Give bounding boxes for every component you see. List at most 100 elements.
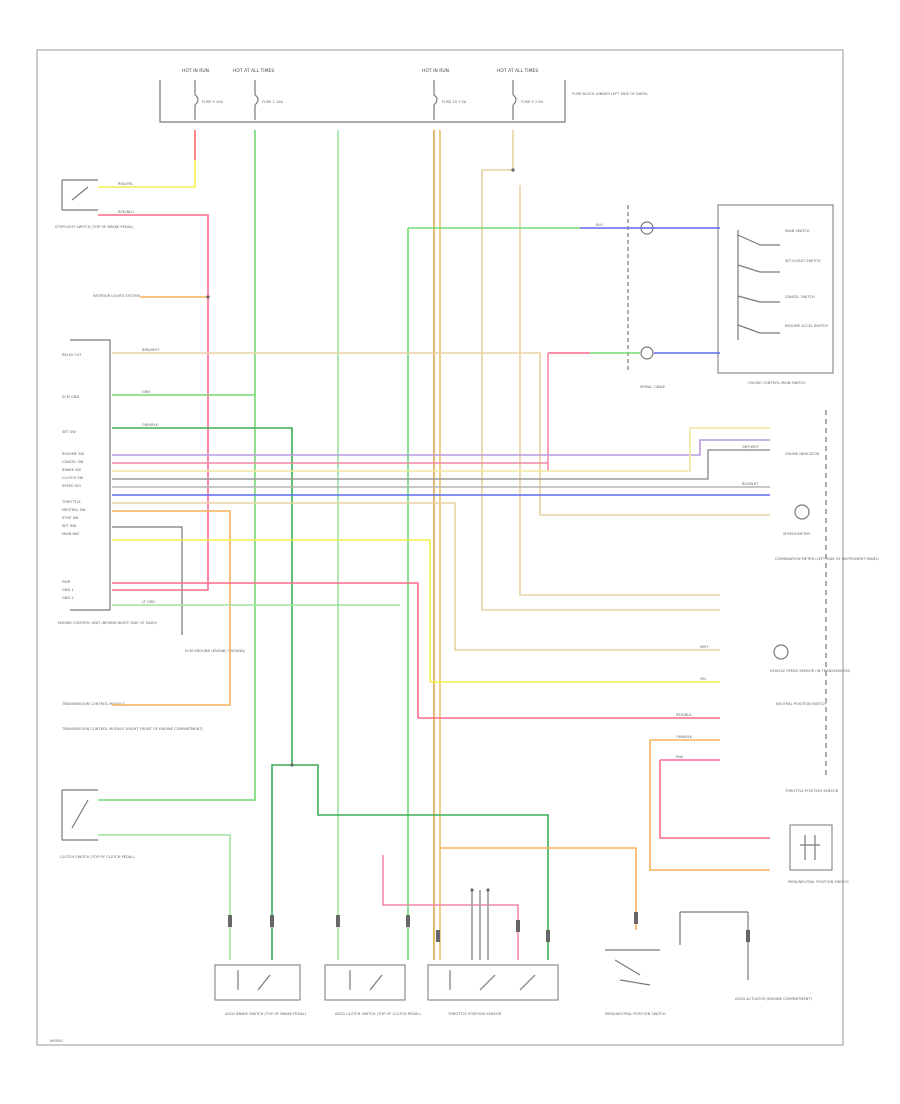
ecm-ground: ECM GROUND (ENGINE GROUND) [112, 526, 246, 653]
svg-text:SET SW: SET SW [62, 430, 76, 434]
svg-text:CRUISE INDICATOR: CRUISE INDICATOR [785, 452, 820, 456]
clutch-switch: CLUTCH SWITCH (TOP OF CLUTCH PEDAL) [60, 789, 135, 859]
svg-text:COMBINATION METER (LEFT SIDE O: COMBINATION METER (LEFT SIDE OF INSTRUME… [775, 557, 880, 561]
wire-darkgreen-splice [271, 730, 293, 960]
tcm-note: TRANSMISSION CONTROL MODULE (RIGHT FRONT… [61, 727, 204, 731]
svg-text:LT GRN: LT GRN [142, 600, 155, 604]
fuse-4: HOT AT ALL TIMES FUSE 5 7.5A [497, 68, 544, 120]
svg-text:VEHICLE SPEED SENSOR (IN TRANS: VEHICLE SPEED SENSOR (IN TRANSMISSION) [770, 669, 851, 673]
wire-yellow-stop [112, 539, 720, 683]
combination-meter: CRUISE INDICATOR SPEEDOMETER COMBINATION… [770, 410, 880, 793]
wire-yellow-brake [112, 427, 770, 472]
interior-lights-label: INTERIOR LIGHTS SYSTEM [93, 294, 140, 298]
cruise-main-switch: MAIN SWITCH SET/COAST SWITCH CANCEL SWIT… [717, 204, 834, 385]
svg-text:STOPLIGHT SWITCH (TOP OF BRAKE: STOPLIGHT SWITCH (TOP OF BRAKE PEDAL) [55, 225, 134, 229]
svg-text:RELAY CUT: RELAY CUT [62, 353, 83, 357]
svg-text:RED/YEL: RED/YEL [118, 182, 133, 186]
svg-text:YEL: YEL [700, 677, 706, 681]
wire-labels: RED/YEL RED/BLU GRN GRN/BLK BLU BRN/WHT … [118, 182, 760, 759]
svg-text:STOP SW: STOP SW [62, 516, 79, 520]
svg-text:RESUME ACCEL SWITCH: RESUME ACCEL SWITCH [785, 324, 828, 328]
fuse-3-rating: FUSE 10 7.5A [442, 100, 467, 104]
spiral-cable: SPIRAL CABLE [627, 205, 666, 389]
fuse-4-rating: FUSE 5 7.5A [521, 100, 544, 104]
svg-text:CLUTCH SW: CLUTCH SW [62, 476, 84, 480]
wire-tan-fuse4 [481, 130, 720, 611]
fuse-3-title: HOT IN RUN [422, 68, 449, 74]
wire-red-blu [98, 214, 209, 591]
fuse-3: HOT IN RUN FUSE 10 7.5A [422, 68, 467, 120]
fuse-4-title: HOT AT ALL TIMES [497, 68, 538, 74]
svg-text:PWR: PWR [62, 580, 71, 584]
diagram-border [36, 49, 844, 1046]
svg-text:THROTTLE: THROTTLE [61, 500, 82, 504]
fuse-block-outline [159, 80, 566, 123]
svg-text:THROTTLE POSITION SENSOR: THROTTLE POSITION SENSOR [784, 789, 839, 793]
svg-text:CANCEL SW: CANCEL SW [62, 460, 84, 464]
wire-red-pn [659, 759, 770, 839]
svg-text:NEUTRAL SW: NEUTRAL SW [62, 508, 86, 512]
wires [98, 130, 770, 960]
svg-text:RESUME SW: RESUME SW [62, 452, 84, 456]
svg-text:PARK/NEUTRAL POSITION SWITCH: PARK/NEUTRAL POSITION SWITCH [788, 880, 849, 884]
svg-text:BRN/WHT: BRN/WHT [142, 348, 160, 352]
wire-orange-pn-2 [649, 739, 770, 871]
svg-text:CRUISE CONTROL MAIN SWITCH: CRUISE CONTROL MAIN SWITCH [748, 381, 806, 385]
tcm-label: TRANSMISSION CONTROL MODULE [61, 702, 125, 706]
svg-text:WHT: WHT [700, 645, 709, 649]
fuse-2-title: HOT AT ALL TIMES [233, 68, 274, 74]
svg-text:ASCD BRAKE SWITCH (TOP OF BRAK: ASCD BRAKE SWITCH (TOP OF BRAKE PEDAL) [225, 1012, 307, 1016]
ascd-clutch-switch: ASCD CLUTCH SWITCH (TOP OF CLUTCH PEDAL) [324, 964, 421, 1016]
svg-text:SET/COAST SWITCH: SET/COAST SWITCH [785, 259, 821, 263]
fuse-2-rating: FUSE 1 10A [262, 100, 283, 104]
ecm-pin-labels: RELAY CUT ECM GND SET SW RESUME SW CANCE… [61, 353, 86, 600]
svg-text:RED/BLU: RED/BLU [118, 210, 134, 214]
wire-green-clutch-bottom [98, 834, 231, 960]
svg-text:GRN: GRN [142, 390, 150, 394]
wire-gray-clutch [112, 449, 770, 480]
svg-text:BLK/WHT: BLK/WHT [742, 482, 759, 486]
ecm-module: ENGINE CONTROL UNIT (BEHIND RIGHT SIDE O… [58, 339, 158, 625]
svg-text:ECM GROUND (ENGINE GROUND): ECM GROUND (ENGINE GROUND) [185, 649, 246, 653]
park-neutral-bottom: PARK/NEUTRAL POSITION SWITCH [605, 949, 666, 1016]
svg-text:CLUTCH SWITCH (TOP OF CLUTCH P: CLUTCH SWITCH (TOP OF CLUTCH PEDAL) [60, 855, 135, 859]
svg-text:MAIN IND: MAIN IND [62, 532, 79, 536]
page-code: W0000 [50, 1039, 63, 1043]
wire-red-setind [112, 582, 720, 719]
connector-pins [206, 168, 750, 942]
wire-red-yel [98, 130, 196, 188]
ascd-brake-switch-1: ASCD BRAKE SWITCH (TOP OF BRAKE PEDAL) [214, 964, 307, 1016]
svg-text:GRY/WHT: GRY/WHT [742, 445, 760, 449]
svg-text:ORN/BLK: ORN/BLK [676, 735, 693, 739]
svg-text:NEUTRAL POSITION SWITCH: NEUTRAL POSITION SWITCH [776, 702, 826, 706]
wire-pink-throttle [382, 855, 519, 960]
wire-darkgreen-set [112, 427, 293, 730]
fuse-1-rating: FUSE 9 10A [202, 100, 223, 104]
svg-text:ASCD ACTUATOR (ENGINE COMPARTM: ASCD ACTUATOR (ENGINE COMPARTMENT) [735, 997, 813, 1001]
stoplight-switch: STOPLIGHT SWITCH (TOP OF BRAKE PEDAL) [55, 179, 134, 229]
svg-text:SPIRAL CABLE: SPIRAL CABLE [640, 385, 666, 389]
svg-text:THROTTLE POSITION SENSOR: THROTTLE POSITION SENSOR [447, 1012, 502, 1016]
wire-tan-2 [519, 185, 720, 596]
wire-tan-throttle [112, 502, 720, 651]
wire-tan-relay [112, 352, 770, 516]
svg-text:ASCD CLUTCH SWITCH (TOP OF CLU: ASCD CLUTCH SWITCH (TOP OF CLUTCH PEDAL) [335, 1012, 421, 1016]
svg-text:MAIN SWITCH: MAIN SWITCH [785, 229, 810, 233]
svg-text:PNK: PNK [676, 755, 684, 759]
svg-text:BRAKE SW: BRAKE SW [62, 468, 81, 472]
park-neutral-box: PARK/NEUTRAL POSITION SWITCH [788, 824, 849, 884]
svg-text:GRN/BLK: GRN/BLK [142, 423, 159, 427]
svg-text:BLU: BLU [596, 223, 603, 227]
wire-orange-pn [440, 847, 637, 930]
fuse-1-title: HOT IN RUN [182, 68, 209, 74]
wire-purple-1 [112, 439, 770, 456]
ascd-actuator: ASCD ACTUATOR (ENGINE COMPARTMENT) [679, 911, 813, 1001]
svg-text:SET IND: SET IND [62, 524, 77, 528]
svg-text:CANCEL SWITCH: CANCEL SWITCH [785, 295, 815, 299]
throttle-sensor-box: THROTTLE POSITION SENSOR [427, 964, 559, 1016]
svg-text:SPEEDOMETER: SPEEDOMETER [783, 532, 810, 536]
fuse-block-label: FUSE BLOCK (UNDER LEFT SIDE OF DASH) [572, 92, 648, 96]
svg-text:ENGINE CONTROL UNIT (BEHIND RI: ENGINE CONTROL UNIT (BEHIND RIGHT SIDE O… [58, 621, 158, 625]
